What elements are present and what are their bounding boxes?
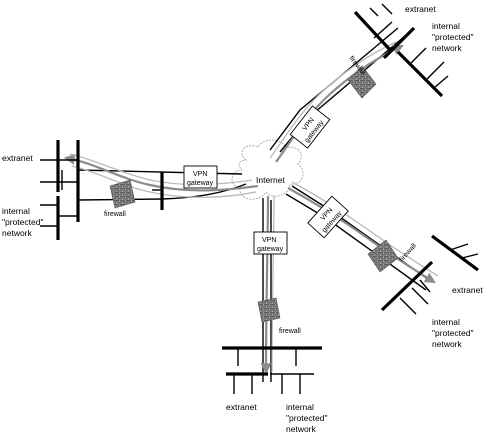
trunk-west-3 (161, 183, 247, 200)
west-internal-label-3: network (2, 228, 33, 238)
east-internal-stub-2 (411, 287, 429, 305)
north-extranet-label: extranet (405, 4, 436, 14)
north-internal-stub-3 (433, 75, 449, 89)
north-internal-stub-1 (409, 47, 427, 65)
east-internal-label-1: internal (432, 317, 460, 327)
east-firewall-icon (367, 239, 399, 273)
vpn-tunnels (63, 41, 439, 375)
north-extranet-stub-2 (381, 3, 393, 15)
east-extranet-stub-1 (449, 243, 469, 251)
network-trunks (77, 27, 433, 382)
south-vpn-gateway-box (253, 231, 288, 255)
north-extranet-stub-3 (373, 21, 393, 39)
north-internal-label-3: network (432, 43, 463, 53)
tunnel-west-inner (69, 153, 253, 186)
site-north: extranet internal "protected" network fi… (289, 3, 473, 149)
tunnel-south-inner (271, 195, 275, 373)
south-firewall-label: firewall (279, 328, 301, 335)
tunnel-west-outer (63, 153, 259, 192)
cloud-shape (231, 139, 304, 200)
south-vpn-label-1: VPN (262, 237, 276, 244)
east-internal-label-3: network (432, 339, 463, 349)
east-vpn-gateway-box (307, 195, 349, 239)
site-south: extranet internal "protected" network fi… (222, 231, 327, 434)
west-internal-label-2: "protected" (2, 217, 43, 227)
east-internal-stub-3 (419, 279, 431, 293)
east-internal-stub-1 (399, 297, 417, 315)
south-vpn-label-2: gateway (257, 246, 284, 253)
south-internal-label-3: network (286, 424, 317, 434)
north-extranet-bus (353, 10, 394, 54)
tunnel-south-outer (260, 195, 272, 375)
north-firewall-icon (347, 65, 377, 99)
trunk-east-2 (285, 193, 427, 291)
east-internal-bus (380, 260, 434, 312)
south-internal-label-1: internal (286, 402, 314, 412)
east-extranet-label: extranet (452, 285, 483, 295)
west-vpn-gateway-box (183, 165, 218, 189)
west-firewall-icon (109, 179, 136, 209)
west-vpn-label-2: gateway (187, 180, 214, 187)
north-bus-connector (382, 26, 416, 60)
tunnel-north-outer (275, 44, 404, 163)
west-internal-label-1: internal (2, 206, 30, 216)
west-vpn-label-1: VPN (193, 171, 207, 178)
north-extranet-stub-1 (369, 7, 379, 17)
south-firewall-icon (257, 297, 281, 323)
site-east: extranet internal "protected" network fi… (307, 195, 483, 349)
west-firewall-label: firewall (104, 211, 126, 218)
south-extranet-label: extranet (226, 402, 257, 412)
tunnel-north-inner (269, 41, 397, 159)
north-internal-stub-2 (425, 61, 445, 81)
internet-label: Internet (256, 175, 285, 185)
trunk-north-1 (269, 27, 399, 151)
east-internal-label-2: "protected" (432, 328, 473, 338)
west-extranet-label: extranet (2, 153, 33, 163)
north-internal-bus (396, 50, 444, 98)
site-west: extranet internal "protected" network fi… (2, 140, 218, 240)
north-vpn-gateway-box (289, 105, 331, 149)
south-internal-label-2: "protected" (286, 413, 327, 423)
tunnel-east-outer (287, 187, 436, 284)
east-extranet-bus (431, 234, 479, 272)
east-extranet-stub-2 (461, 253, 479, 259)
internet-cloud: Internet (231, 139, 304, 200)
north-vpn-gateway: VPN gateway (289, 105, 331, 149)
tunnel-west-lower (71, 165, 257, 198)
tunnel-east-inner (291, 181, 439, 277)
north-internal-label-1: internal (432, 21, 460, 31)
north-internal-label-2: "protected" (432, 32, 473, 42)
